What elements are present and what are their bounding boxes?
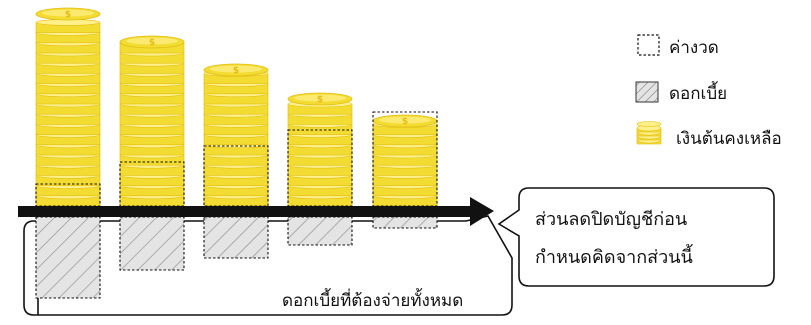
installment-boxes — [35, 111, 438, 299]
callout-line-1: ส่วนลดปิดบัญชีก่อน — [535, 209, 688, 230]
total-interest-label: ดอกเบี้ยที่ต้องจ่ายทั้งหมด — [282, 291, 464, 311]
installment-box — [35, 183, 101, 299]
interest-area — [372, 216, 438, 229]
coin-stack: $ — [119, 35, 185, 207]
right-callout-bubble — [497, 187, 775, 287]
legend-installment-swatch — [637, 34, 660, 56]
svg-text:$: $ — [233, 66, 239, 76]
legend-interest-label: ดอกเบี้ย — [669, 84, 728, 104]
svg-text:$: $ — [65, 10, 71, 20]
interest-area — [203, 216, 269, 259]
installment-box — [119, 161, 185, 271]
legend-interest-swatch — [635, 81, 659, 103]
callout-line-2: กำหนดคิดจากส่วนนี้ — [535, 247, 693, 268]
svg-text:$: $ — [149, 38, 155, 48]
legend-coin-icon — [636, 121, 662, 145]
svg-text:$: $ — [402, 117, 408, 127]
interest-area — [119, 216, 185, 271]
legend-installment-label: ค่างวด — [669, 38, 719, 58]
coin-stack: $ — [287, 92, 353, 207]
coin-stack: $ — [372, 114, 438, 207]
timeline-arrow — [18, 197, 494, 226]
legend-principal-label: เงินต้นคงเหลือ — [676, 129, 782, 149]
interest-area — [35, 216, 101, 299]
interest-area — [287, 216, 353, 246]
coin-stack: $ — [203, 63, 269, 207]
svg-text:$: $ — [317, 95, 323, 105]
coin-stacks: $ $ $ $ $ — [35, 7, 438, 207]
coin-stack: $ — [35, 7, 101, 207]
